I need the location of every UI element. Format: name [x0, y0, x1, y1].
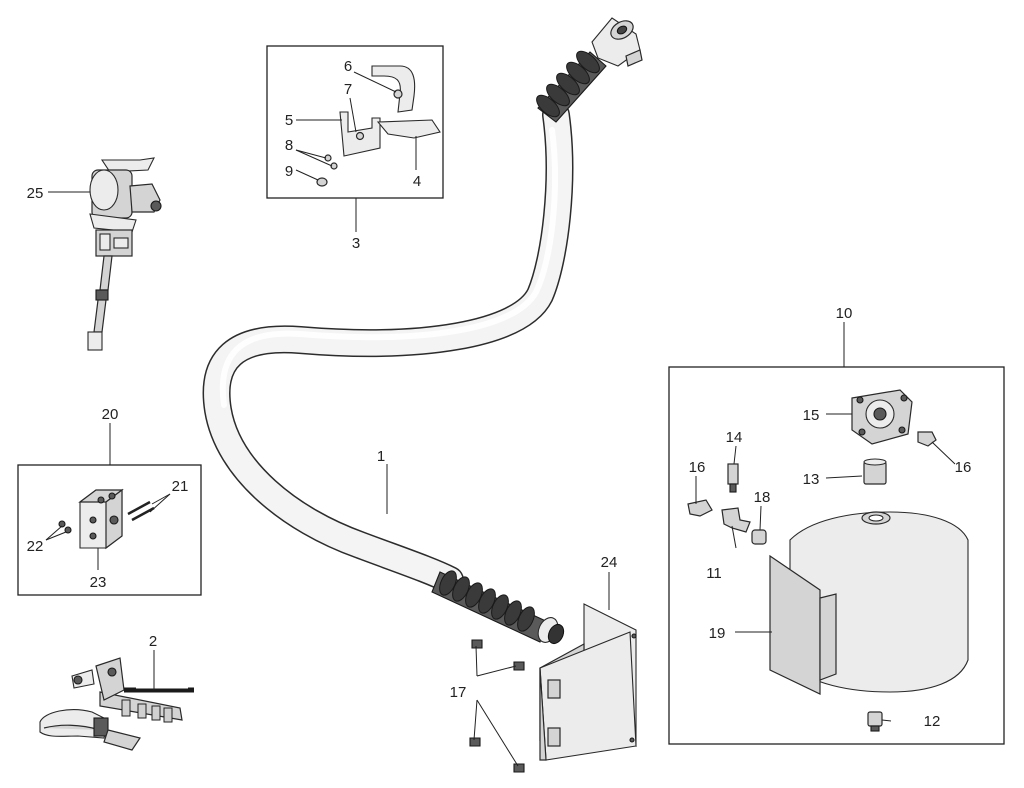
hose-lower-corrugated-sleeve [431, 570, 565, 645]
hose-assembly [202, 17, 643, 645]
callout-13: 13 [803, 471, 820, 488]
callout-24: 24 [601, 554, 618, 571]
valve-kit-parts [58, 488, 155, 550]
callout-23: 23 [90, 574, 107, 591]
clips-17 [469, 639, 525, 773]
kit-box-3 [266, 45, 444, 199]
callout-3: 3 [352, 235, 360, 252]
screw-7 [355, 131, 365, 141]
callout-19: 19 [709, 625, 726, 642]
kit-box-10 [668, 366, 1005, 745]
callout-4: 4 [413, 173, 421, 190]
callout-10: 10 [836, 305, 853, 322]
callout-20: 20 [102, 406, 119, 423]
nut-9 [316, 177, 328, 187]
callout-17: 17 [450, 684, 467, 701]
callout-16-left: 16 [689, 459, 706, 476]
callout-5: 5 [285, 112, 293, 129]
hose-upper-corrugated-sleeve [536, 17, 643, 123]
linkage-assembly-2 [39, 657, 194, 751]
bracket-kit-parts [316, 65, 441, 187]
bracket-4 [376, 119, 441, 139]
callout-11: 11 [706, 565, 722, 582]
callout-14: 14 [726, 429, 743, 446]
callout-18: 18 [754, 489, 771, 506]
callout-12: 12 [924, 713, 941, 730]
callout-21: 21 [172, 478, 189, 495]
wall-bracket-24 [539, 603, 637, 761]
callout-1: 1 [377, 448, 385, 465]
callout-6: 6 [344, 58, 352, 75]
callout-9: 9 [285, 163, 293, 180]
callout-15: 15 [803, 407, 820, 424]
callout-labels: 1 2 3 4 5 6 7 8 9 10 11 12 13 14 15 16 1… [27, 58, 972, 730]
callout-2: 2 [149, 633, 157, 650]
callout-25: 25 [27, 185, 44, 202]
callout-22: 22 [27, 538, 44, 555]
tank-assembly-parts [687, 389, 969, 732]
leader-lines [45, 71, 956, 767]
callout-8: 8 [285, 137, 293, 154]
level-switch-25 [87, 157, 162, 351]
callout-16-right: 16 [955, 459, 972, 476]
callout-7: 7 [344, 81, 352, 98]
hook-bracket [371, 65, 416, 113]
